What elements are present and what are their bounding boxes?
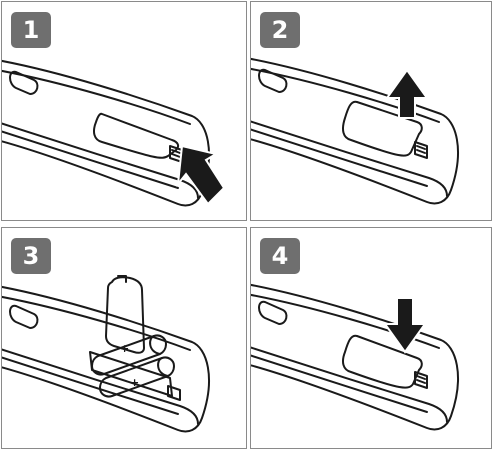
remote-button bbox=[9, 304, 39, 329]
arrow-down-icon bbox=[383, 297, 427, 354]
remote-illustration bbox=[251, 57, 459, 205]
remote-body bbox=[251, 57, 459, 205]
remote-button bbox=[258, 300, 288, 325]
step-3-panel: 3 + + bbox=[1, 227, 247, 449]
remote-top-edge bbox=[251, 293, 440, 349]
step-1-panel: 1 bbox=[1, 1, 247, 221]
step-number-badge: 2 bbox=[260, 12, 300, 48]
battery-cover bbox=[342, 334, 423, 389]
step-number-badge: 1 bbox=[11, 12, 51, 48]
remote-illustration bbox=[251, 283, 459, 431]
remote-illustration: + + bbox=[2, 275, 210, 433]
remote-illustration bbox=[2, 59, 226, 207]
remote-top-edge bbox=[2, 295, 191, 351]
remote-button bbox=[9, 70, 39, 95]
step-2-panel: 2 bbox=[250, 1, 492, 221]
arrow-diagonal-icon bbox=[176, 144, 226, 206]
remote-body bbox=[2, 285, 210, 433]
remote-body bbox=[251, 283, 459, 431]
step-4-panel: 4 bbox=[250, 227, 492, 449]
remote-side-line bbox=[2, 122, 199, 199]
remote-side-line bbox=[2, 348, 199, 425]
step-number-badge: 3 bbox=[11, 238, 51, 274]
svg-text:+: + bbox=[120, 342, 129, 355]
remote-button bbox=[258, 68, 288, 93]
svg-text:+: + bbox=[130, 376, 139, 389]
arrow-up-icon bbox=[385, 68, 429, 119]
remote-side-line bbox=[251, 346, 448, 423]
battery-cover bbox=[342, 100, 423, 157]
battery-cover bbox=[93, 112, 180, 159]
battery-cover bbox=[105, 276, 145, 354]
step-number-badge: 4 bbox=[260, 238, 300, 274]
remote-side-line bbox=[251, 120, 448, 197]
